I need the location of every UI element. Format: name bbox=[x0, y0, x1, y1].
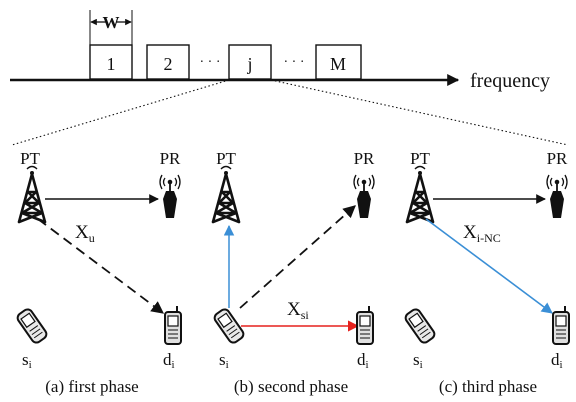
source-node-label-main: s bbox=[413, 350, 420, 369]
mobile-phone-icon bbox=[164, 305, 182, 345]
channel-label-m: M bbox=[330, 54, 346, 74]
source-node-label-main: s bbox=[22, 350, 29, 369]
zoom-guide-left bbox=[11, 79, 230, 146]
destination-node-label-sub: i bbox=[172, 359, 175, 371]
mobile-phone-icon bbox=[552, 305, 570, 345]
phase-a-panel: PT PR Xu si di (a) first phase bbox=[14, 149, 182, 396]
phase-caption-a: (a) first phase bbox=[45, 377, 138, 396]
source-node-label-sub: i bbox=[226, 359, 229, 371]
channel-box-j bbox=[228, 44, 272, 80]
destination-node-label: di bbox=[357, 350, 369, 371]
source-node-label: si bbox=[413, 350, 423, 371]
width-label: W bbox=[103, 13, 120, 32]
interference-link-s-to-pr bbox=[239, 205, 356, 309]
pt-label: PT bbox=[410, 149, 430, 168]
antenna-receiver-icon bbox=[353, 174, 375, 219]
channel-box-2 bbox=[146, 44, 190, 80]
link-label-x-u-sub: u bbox=[89, 231, 95, 245]
ellipsis-left: · · · bbox=[200, 55, 221, 70]
destination-node-label-main: d bbox=[551, 350, 560, 369]
pr-label: PR bbox=[354, 149, 375, 168]
zoom-guide-right bbox=[270, 79, 569, 146]
link-pt-to-d-network-coded bbox=[425, 218, 553, 314]
channel-label-j: j bbox=[246, 54, 252, 74]
destination-node-label-main: d bbox=[163, 350, 172, 369]
channel-box-1 bbox=[89, 44, 133, 80]
phase-c-panel: PT PR Xi-NC si di (c) third phase bbox=[402, 149, 570, 396]
destination-node-label-main: d bbox=[357, 350, 366, 369]
mobile-phone-icon bbox=[402, 306, 438, 346]
phase-b-panel: PT PR Xsi si di (b) second phase bbox=[211, 149, 375, 396]
link-label-x-si-sub: si bbox=[301, 308, 310, 322]
pt-label: PT bbox=[216, 149, 236, 168]
antenna-receiver-icon bbox=[546, 174, 568, 219]
pt-label: PT bbox=[20, 149, 40, 168]
transmission-tower-icon bbox=[211, 165, 241, 224]
link-label-x-u: Xu bbox=[75, 222, 95, 245]
link-label-x-i-nc-sub: i-NC bbox=[477, 231, 501, 245]
transmission-tower-icon bbox=[17, 165, 47, 224]
link-label-x-i-nc: Xi-NC bbox=[463, 222, 501, 245]
link-label-x-i-nc-main: X bbox=[463, 222, 477, 243]
phase-caption-c: (c) third phase bbox=[439, 377, 537, 396]
channel-label-2: 2 bbox=[164, 54, 173, 74]
mobile-phone-icon bbox=[211, 306, 247, 346]
mobile-phone-icon bbox=[14, 306, 50, 346]
pr-label: PR bbox=[160, 149, 181, 168]
source-node-label: si bbox=[22, 350, 32, 371]
destination-node-label: di bbox=[163, 350, 175, 371]
frequency-band: frequency 1 2 · · · j · · · M W bbox=[10, 10, 550, 92]
source-node-label-sub: i bbox=[420, 359, 423, 371]
ellipsis-right: · · · bbox=[284, 55, 305, 70]
source-node-label-sub: i bbox=[29, 359, 32, 371]
phase-caption-b: (b) second phase bbox=[234, 377, 348, 396]
source-node-label-main: s bbox=[219, 350, 226, 369]
channel-label-1: 1 bbox=[107, 54, 116, 74]
source-node-label: si bbox=[219, 350, 229, 371]
destination-node-label-sub: i bbox=[560, 359, 563, 371]
destination-node-label: di bbox=[551, 350, 563, 371]
link-label-x-si-main: X bbox=[287, 299, 301, 320]
transmission-tower-icon bbox=[405, 165, 435, 224]
antenna-receiver-icon bbox=[159, 174, 181, 219]
channel-box-m bbox=[315, 44, 362, 80]
link-label-x-u-main: X bbox=[75, 222, 89, 243]
interference-link-pt-to-d bbox=[37, 218, 165, 314]
link-label-x-si: Xsi bbox=[287, 299, 309, 322]
frequency-axis-label: frequency bbox=[470, 70, 550, 92]
destination-node-label-sub: i bbox=[366, 359, 369, 371]
pr-label: PR bbox=[547, 149, 568, 168]
mobile-phone-icon bbox=[356, 305, 374, 345]
